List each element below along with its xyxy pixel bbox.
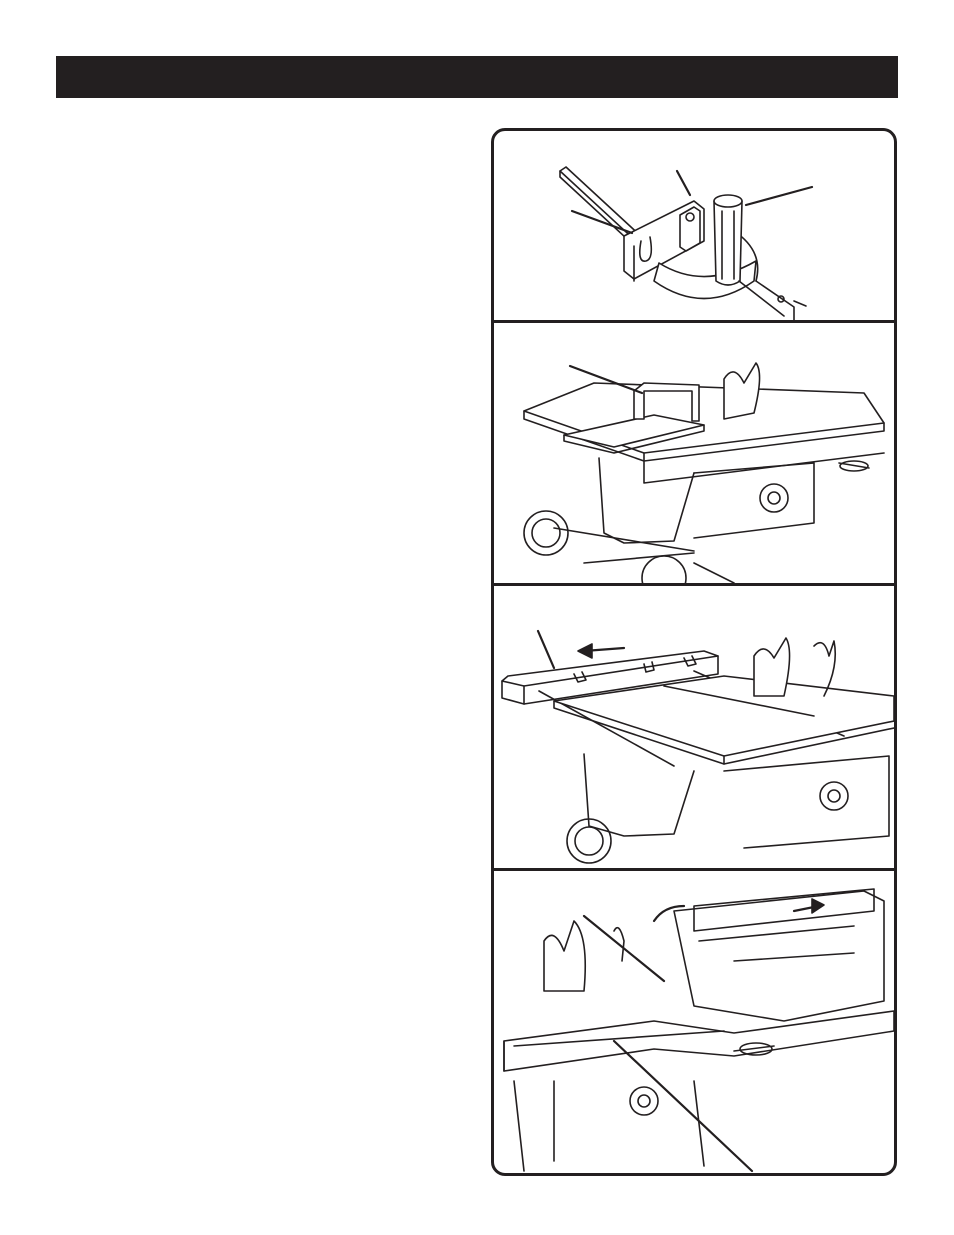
figure-rip-fence — [494, 871, 894, 1173]
section-header-bar — [56, 56, 898, 98]
figure-miter-gauge — [494, 131, 894, 320]
figure-saw-miter-setup — [494, 323, 894, 583]
panel-divider — [494, 583, 894, 586]
panel-divider — [494, 320, 894, 323]
panel-divider — [494, 868, 894, 871]
figure-frame — [491, 128, 897, 1176]
figure-table-extension — [494, 586, 894, 868]
